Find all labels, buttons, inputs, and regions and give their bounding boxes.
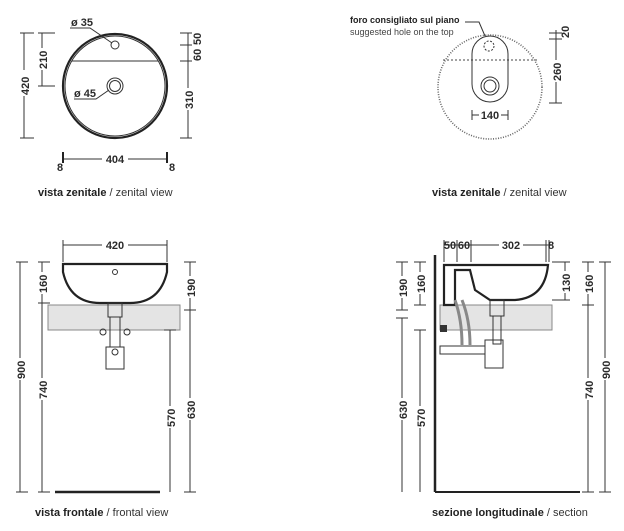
- dim-sec-130: 130: [561, 274, 573, 292]
- siphon: [484, 339, 504, 369]
- dim-sec-60: 60: [458, 240, 470, 252]
- dim-sec-160: 160: [416, 275, 428, 293]
- hole-cutout: [471, 35, 509, 103]
- dim-sec-302: 302: [502, 240, 520, 252]
- dim-drain-diameter: ø 45: [74, 88, 96, 100]
- dim-sec-740: 740: [584, 381, 596, 399]
- caption-zenital-right: vista zenitale / zenital view: [432, 187, 567, 199]
- tap-hole: [110, 40, 120, 50]
- dim-hole-offset: 210: [38, 51, 50, 69]
- dim-front-740: 740: [38, 381, 50, 399]
- caption-frontal: vista frontale / frontal view: [35, 507, 168, 519]
- dim-310: 310: [184, 91, 196, 109]
- dim-front-width: 420: [106, 240, 124, 252]
- dim-sec-570: 570: [416, 409, 428, 427]
- dim-sec-160-right: 160: [584, 275, 596, 293]
- dim-tap-hole-diameter: ø 35: [71, 17, 93, 29]
- drain-outer: [106, 77, 124, 95]
- basin-section: [442, 263, 550, 307]
- drain-inner: [109, 80, 121, 92]
- dim-sec-190: 190: [398, 279, 410, 297]
- dim-front-900: 900: [16, 361, 28, 379]
- dim-50: 50: [192, 33, 204, 45]
- dim-front-160: 160: [38, 275, 50, 293]
- drain-inner: [483, 79, 497, 93]
- dim-260: 260: [552, 63, 564, 81]
- dim-sec-900: 900: [601, 361, 613, 379]
- frontal-view: 420 900 160 740 190 630 570 vista fronta…: [14, 239, 198, 519]
- caption-section: sezione longitudinale / section: [432, 507, 588, 519]
- dim-front-190: 190: [186, 279, 198, 297]
- note-italian: foro consigliato sul piano: [350, 15, 460, 25]
- siphon: [105, 346, 125, 370]
- dim-sec-8: 8: [548, 240, 554, 252]
- zenital-view-dimensioned: ø 35 ø 45 420 210 50 60 310 404 8 8 vist…: [18, 17, 204, 199]
- dim-60: 60: [192, 49, 204, 61]
- dim-side-right: 8: [169, 162, 175, 174]
- basin-front: [61, 262, 169, 305]
- zenital-view-hole: foro consigliato sul piano suggested hol…: [350, 15, 572, 199]
- dim-total-depth: 420: [20, 77, 32, 95]
- caption-zenital-left: vista zenitale / zenital view: [38, 187, 173, 199]
- dim-side-left: 8: [57, 162, 63, 174]
- dim-140: 140: [481, 110, 499, 122]
- dim-width: 404: [106, 154, 125, 166]
- note-english: suggested hole on the top: [350, 27, 454, 37]
- dim-20: 20: [560, 26, 572, 38]
- drain-outer: [480, 76, 500, 96]
- dim-front-630: 630: [186, 401, 198, 419]
- tap-hole: [483, 40, 495, 52]
- basin-outline: [61, 32, 169, 140]
- section-view: 50 60 302 8 190 160 630 570 130 160 740 …: [396, 239, 613, 519]
- dim-sec-50: 50: [444, 240, 456, 252]
- dim-front-570: 570: [166, 409, 178, 427]
- dim-sec-630: 630: [398, 401, 410, 419]
- basin-outline-dotted: [437, 34, 543, 140]
